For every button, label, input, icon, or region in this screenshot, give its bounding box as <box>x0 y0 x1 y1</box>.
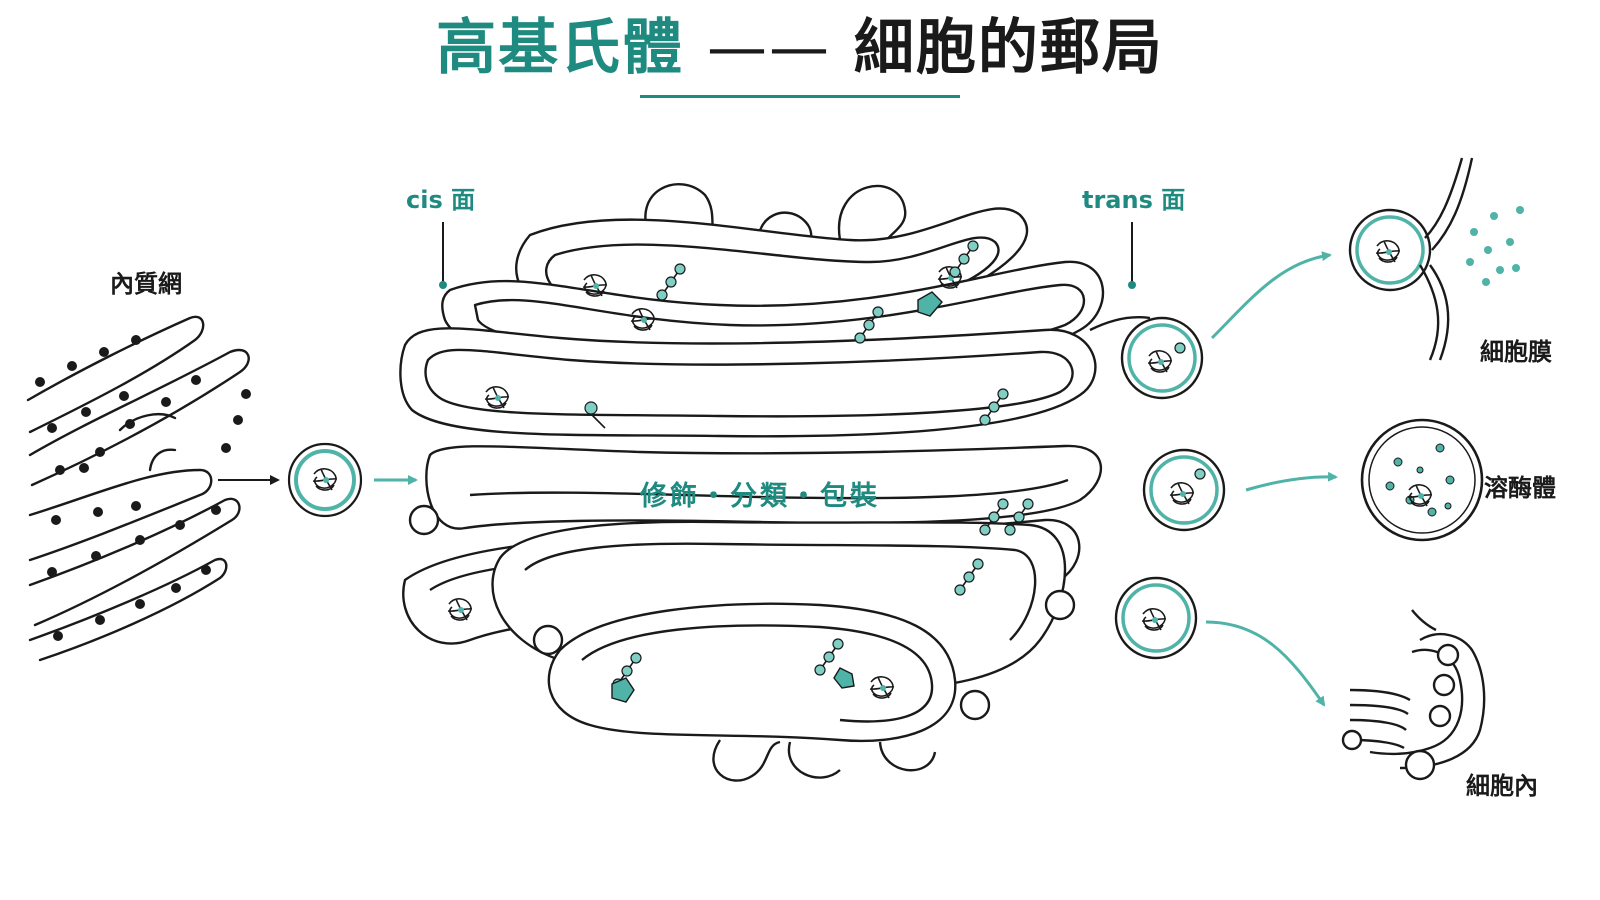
label-pointers <box>439 222 1136 289</box>
label-cell-membrane: 細胞膜 <box>1480 338 1552 366</box>
trans-vesicles <box>1089 316 1226 660</box>
endoplasmic-reticulum <box>26 315 251 662</box>
intracellular-icon <box>1341 609 1486 781</box>
label-intracellular: 細胞內 <box>1466 772 1538 800</box>
golgi-stack <box>399 183 1105 782</box>
title-main: 高基氏體 <box>436 13 685 83</box>
golgi-cargo <box>447 240 1034 703</box>
label-lysosome: 溶酶體 <box>1484 474 1556 502</box>
label-cis-face: cis 面 <box>406 186 476 214</box>
title-underline <box>640 95 960 98</box>
output-arrows <box>1205 251 1338 707</box>
diagram-title: 高基氏體 —— 細胞的郵局 <box>0 8 1600 88</box>
label-process: 修飾・分類・包裝 <box>640 481 880 512</box>
lysosome-icon <box>1360 418 1484 542</box>
transport-vesicle <box>218 442 418 518</box>
title-dash: —— <box>707 13 831 83</box>
title-subtitle: 細胞的郵局 <box>853 13 1164 83</box>
label-trans-face: trans 面 <box>1082 186 1186 214</box>
label-er: 內質網 <box>110 270 182 298</box>
exocytosis-membrane <box>1348 157 1524 361</box>
